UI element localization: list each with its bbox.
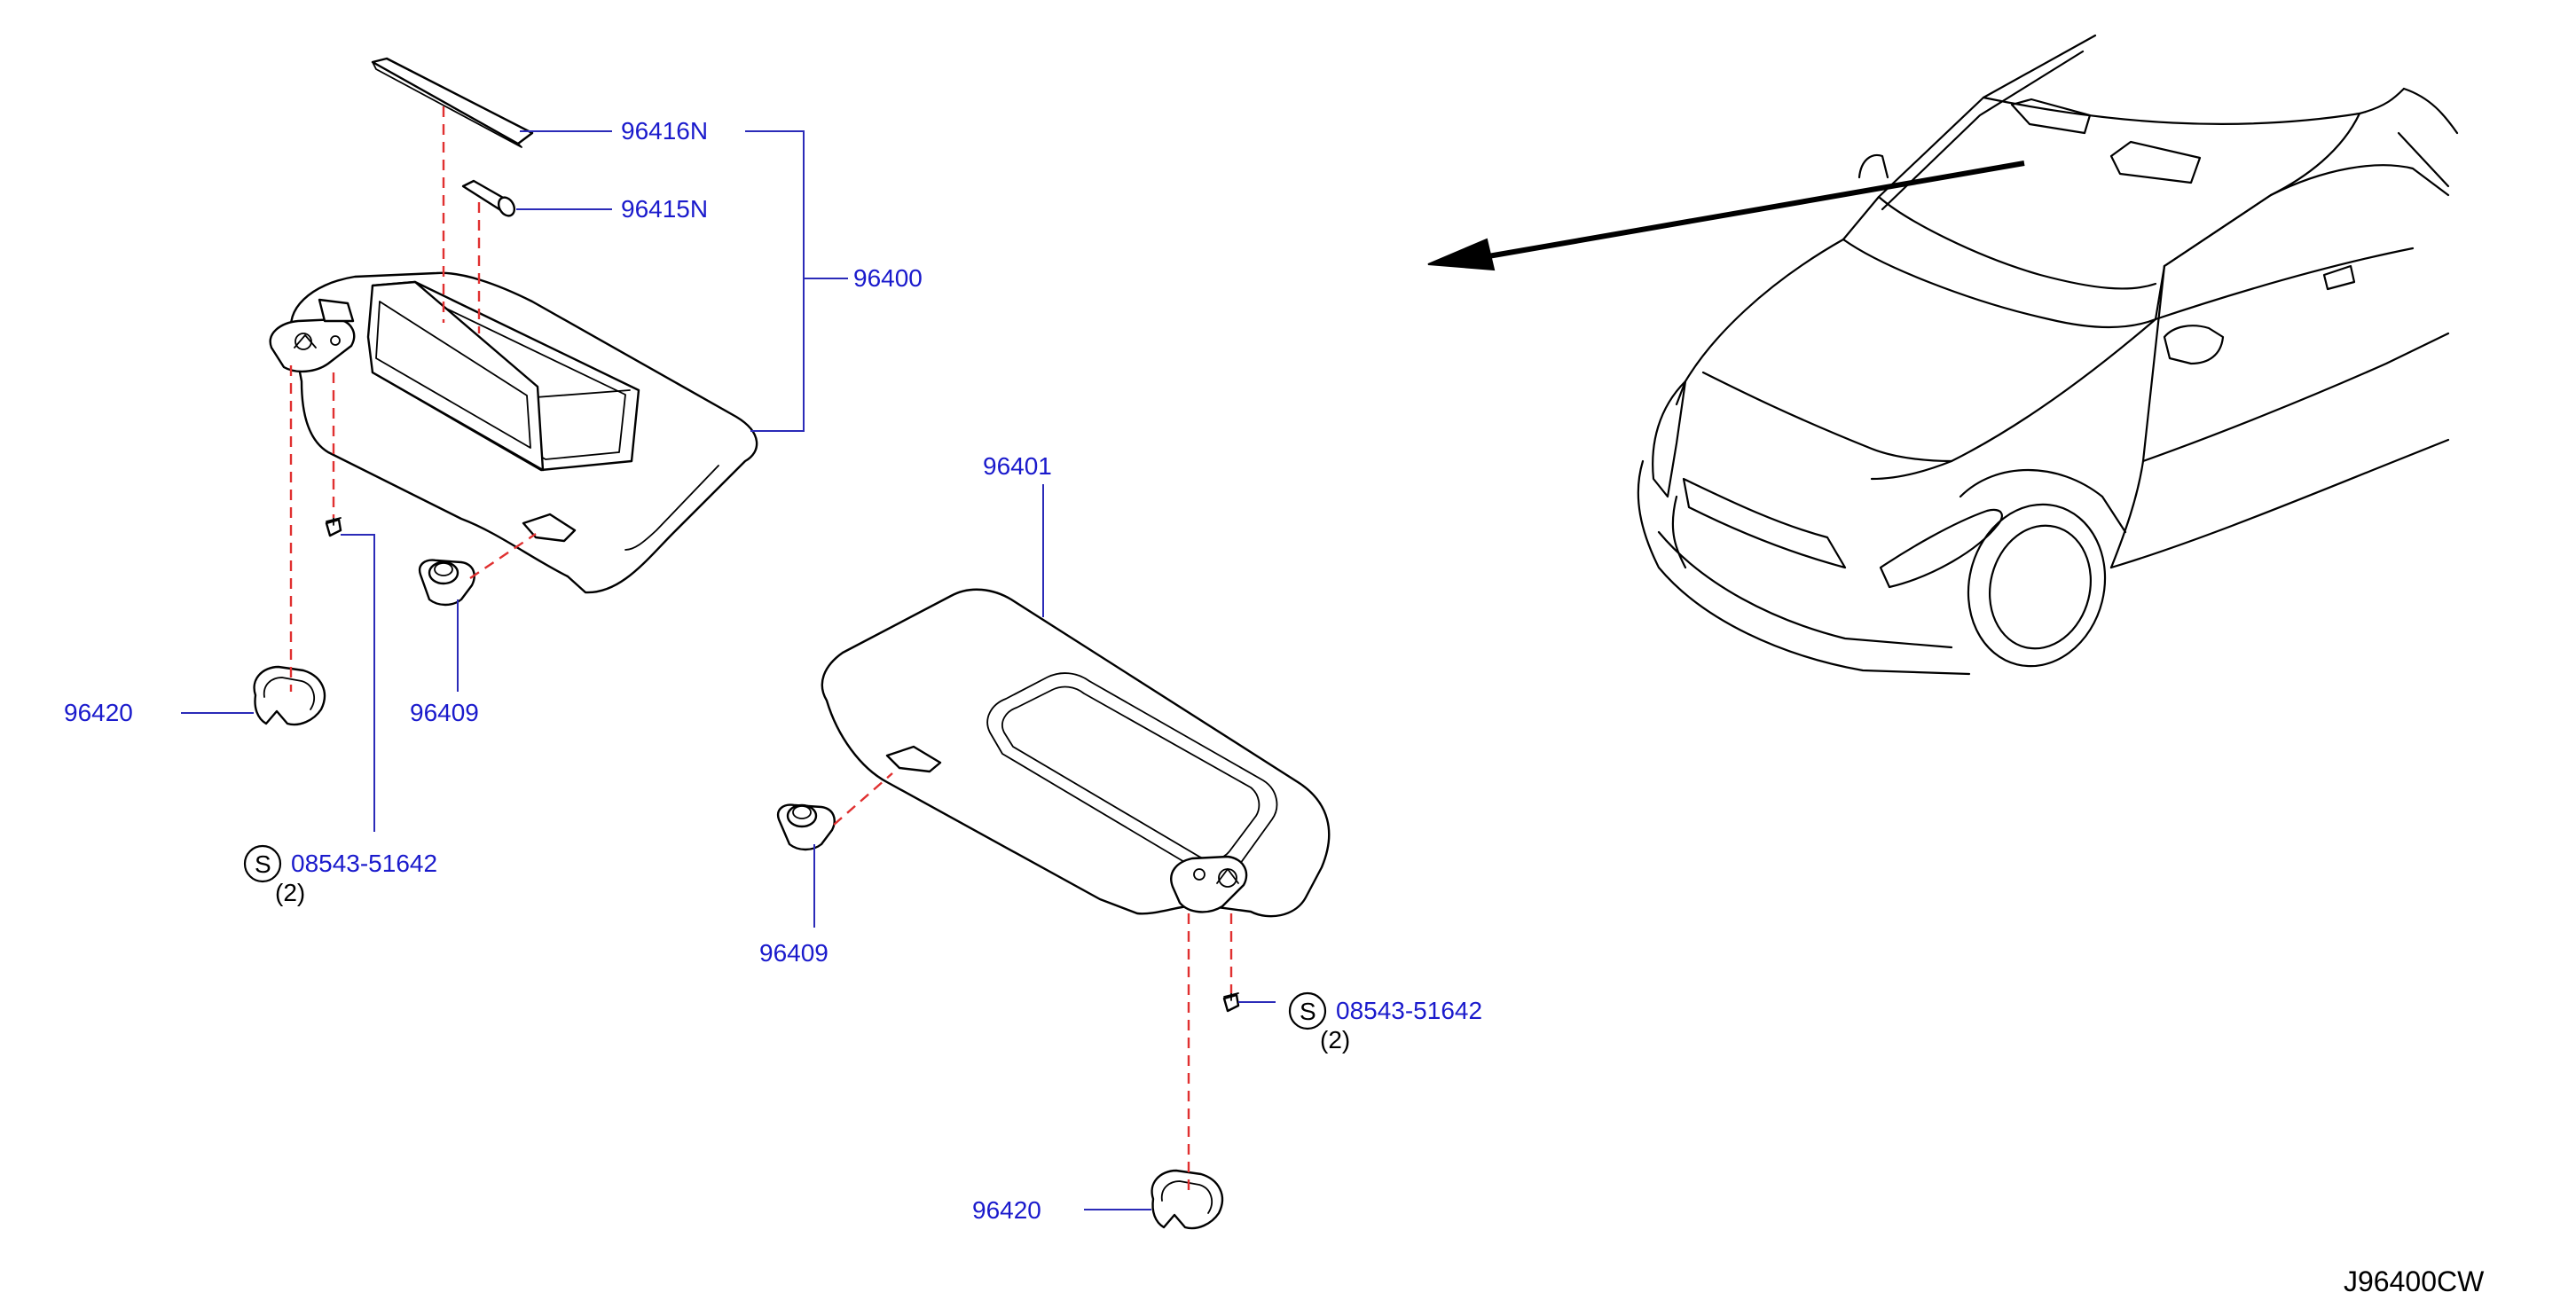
- vehicle-illustration: [1427, 34, 2459, 676]
- guide-lines-right: [833, 772, 1233, 1194]
- screw-right-marker: S: [1300, 998, 1316, 1025]
- screw-left-callout: S: [243, 844, 282, 883]
- label-96416n[interactable]: 96416N: [621, 117, 708, 145]
- sun-visor-left: [269, 271, 758, 594]
- part-96415n: [461, 179, 516, 217]
- label-screw-left[interactable]: 08543-51642: [291, 850, 437, 877]
- cover-96420-left-icon: [253, 665, 326, 726]
- screw-left-marker: S: [255, 850, 271, 878]
- cover-96420-right-icon: [1151, 1169, 1224, 1230]
- label-96420-left[interactable]: 96420: [64, 699, 133, 726]
- clip-96409-right-icon: [776, 803, 836, 851]
- diagram-code: J96400CW: [2344, 1265, 2485, 1297]
- direction-arrow-icon: [1482, 161, 2025, 260]
- sun-visor-right: [821, 588, 1331, 918]
- label-96409-left[interactable]: 96409: [410, 699, 479, 726]
- label-96400[interactable]: 96400: [853, 264, 923, 292]
- label-screw-right[interactable]: 08543-51642: [1336, 997, 1482, 1024]
- label-96401[interactable]: 96401: [983, 452, 1052, 480]
- label-96409-right[interactable]: 96409: [759, 939, 829, 967]
- leader-lines-left: [181, 130, 848, 832]
- screw-left-icon: [325, 515, 342, 537]
- guide-lines-left: [289, 106, 537, 692]
- qty-screw-right: (2): [1320, 1026, 1350, 1054]
- screw-right-callout: S: [1288, 991, 1327, 1030]
- leader-lines-right: [813, 484, 1276, 1210]
- label-96420-right[interactable]: 96420: [972, 1196, 1041, 1224]
- part-96416n: [371, 57, 534, 148]
- label-96415n[interactable]: 96415N: [621, 195, 708, 223]
- screw-right-icon: [1222, 991, 1240, 1013]
- clip-96409-left-icon: [418, 559, 475, 607]
- qty-screw-left: (2): [275, 879, 305, 906]
